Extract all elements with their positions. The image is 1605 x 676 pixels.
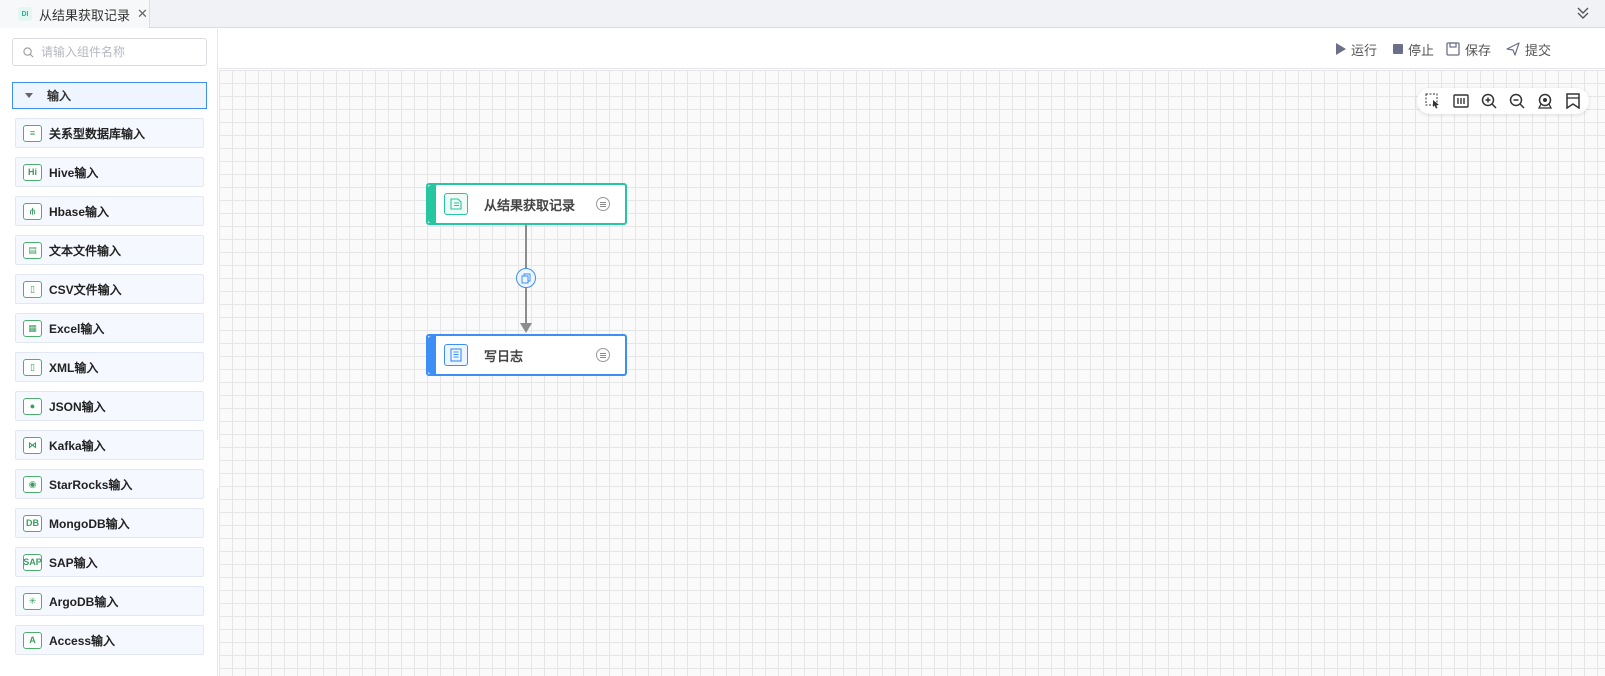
- component-item[interactable]: ⫛ Hbase输入: [15, 196, 204, 226]
- zoom-in-icon[interactable]: [1479, 91, 1499, 111]
- component-item[interactable]: ✳ ArgoDB输入: [15, 586, 204, 616]
- hbase-icon: ⫛: [23, 202, 42, 220]
- argodb-icon: ✳: [23, 592, 42, 610]
- tab-bar: DI 从结果获取记录 ✕: [0, 0, 1605, 28]
- save-button[interactable]: 保存: [1446, 40, 1491, 58]
- component-item[interactable]: A Access输入: [15, 625, 204, 655]
- fit-view-icon[interactable]: [1451, 91, 1471, 111]
- node-menu-icon[interactable]: [596, 197, 610, 211]
- database-icon: ≡: [23, 124, 42, 142]
- send-icon: [1506, 42, 1520, 56]
- component-item[interactable]: SAP SAP输入: [15, 547, 204, 577]
- locate-icon[interactable]: [1535, 91, 1555, 111]
- text-file-icon: ▤: [23, 241, 42, 259]
- flow-node-write-log[interactable]: 写日志: [426, 334, 627, 376]
- node-label: 从结果获取记录: [484, 197, 576, 213]
- caret-down-icon: [25, 93, 33, 98]
- close-icon[interactable]: ✕: [137, 6, 148, 21]
- flow-canvas[interactable]: 从结果获取记录 写日志: [219, 70, 1605, 676]
- run-label: 运行: [1351, 42, 1378, 58]
- component-item[interactable]: ● JSON输入: [15, 391, 204, 421]
- component-item[interactable]: ▯ CSV文件输入: [15, 274, 204, 304]
- xml-icon: ▯: [23, 358, 42, 376]
- get-records-icon: [444, 193, 468, 215]
- component-label: Kafka输入: [49, 438, 106, 453]
- sap-icon: SAP: [23, 553, 42, 571]
- submit-button[interactable]: 提交: [1506, 40, 1551, 58]
- zoom-out-icon[interactable]: [1507, 91, 1527, 111]
- save-icon: [1446, 42, 1460, 56]
- stop-icon: [1393, 44, 1403, 54]
- mongodb-icon: DB: [23, 514, 42, 532]
- flow-node-get-records[interactable]: 从结果获取记录: [426, 183, 627, 225]
- tab-title: 从结果获取记录: [39, 7, 131, 23]
- component-label: SAP输入: [49, 555, 98, 570]
- copy-data-icon[interactable]: [516, 268, 536, 288]
- run-button[interactable]: 运行: [1335, 40, 1377, 58]
- component-label: Hbase输入: [49, 204, 110, 219]
- component-item[interactable]: ◉ StarRocks输入: [15, 469, 204, 499]
- search-box[interactable]: [12, 38, 207, 66]
- search-icon: [23, 46, 34, 57]
- component-label: CSV文件输入: [49, 282, 122, 297]
- canvas-toolbar: [1417, 88, 1589, 114]
- node-label: 写日志: [484, 348, 524, 364]
- component-label: 文本文件输入: [49, 243, 122, 258]
- component-label: Hive输入: [49, 165, 99, 180]
- component-label: XML输入: [49, 360, 99, 375]
- component-label: Access输入: [49, 633, 116, 648]
- hive-icon: Hi: [23, 163, 42, 181]
- submit-label: 提交: [1525, 42, 1552, 58]
- group-label: 输入: [47, 89, 72, 103]
- component-label: 关系型数据库输入: [49, 126, 146, 141]
- component-item[interactable]: ▤ 文本文件输入: [15, 235, 204, 265]
- bookmark-icon[interactable]: [1563, 91, 1583, 111]
- starrocks-icon: ◉: [23, 475, 42, 493]
- component-label: MongoDB输入: [49, 516, 130, 531]
- write-log-icon: [444, 344, 468, 366]
- di-icon: DI: [18, 7, 32, 21]
- box-select-icon[interactable]: [1423, 91, 1443, 111]
- kafka-icon: ⋈: [23, 436, 42, 454]
- play-icon: [1336, 43, 1346, 55]
- node-color-bar: [428, 336, 436, 374]
- toolbar: 运行 停止 保存 提交: [218, 29, 1605, 69]
- stop-button[interactable]: 停止: [1393, 40, 1434, 58]
- json-icon: ●: [23, 397, 42, 415]
- component-label: ArgoDB输入: [49, 594, 119, 609]
- component-label: StarRocks输入: [49, 477, 133, 492]
- access-icon: A: [23, 631, 42, 649]
- csv-file-icon: ▯: [23, 280, 42, 298]
- node-menu-icon[interactable]: [596, 348, 610, 362]
- component-item[interactable]: Hi Hive输入: [15, 157, 204, 187]
- excel-icon: ▦: [23, 319, 42, 337]
- component-item[interactable]: DB MongoDB输入: [15, 508, 204, 538]
- node-color-bar: [428, 185, 436, 223]
- component-item[interactable]: ≡ 关系型数据库输入: [15, 118, 204, 148]
- component-label: Excel输入: [49, 321, 105, 336]
- tab-active[interactable]: DI 从结果获取记录 ✕: [0, 0, 150, 28]
- group-header-input[interactable]: 输入: [12, 82, 207, 109]
- component-sidebar: 输入 ≡ 关系型数据库输入 Hi Hive输入 ⫛ Hbase输入 ▤ 文本文件输入 ▯ CSV文…: [0, 29, 218, 676]
- search-input[interactable]: [41, 45, 191, 59]
- save-label: 保存: [1465, 42, 1492, 58]
- stop-label: 停止: [1408, 42, 1435, 58]
- component-label: JSON输入: [49, 399, 106, 414]
- component-item[interactable]: ▯ XML输入: [15, 352, 204, 382]
- double-chevron-down-icon[interactable]: [1575, 5, 1591, 21]
- component-item[interactable]: ▦ Excel输入: [15, 313, 204, 343]
- component-item[interactable]: ⋈ Kafka输入: [15, 430, 204, 460]
